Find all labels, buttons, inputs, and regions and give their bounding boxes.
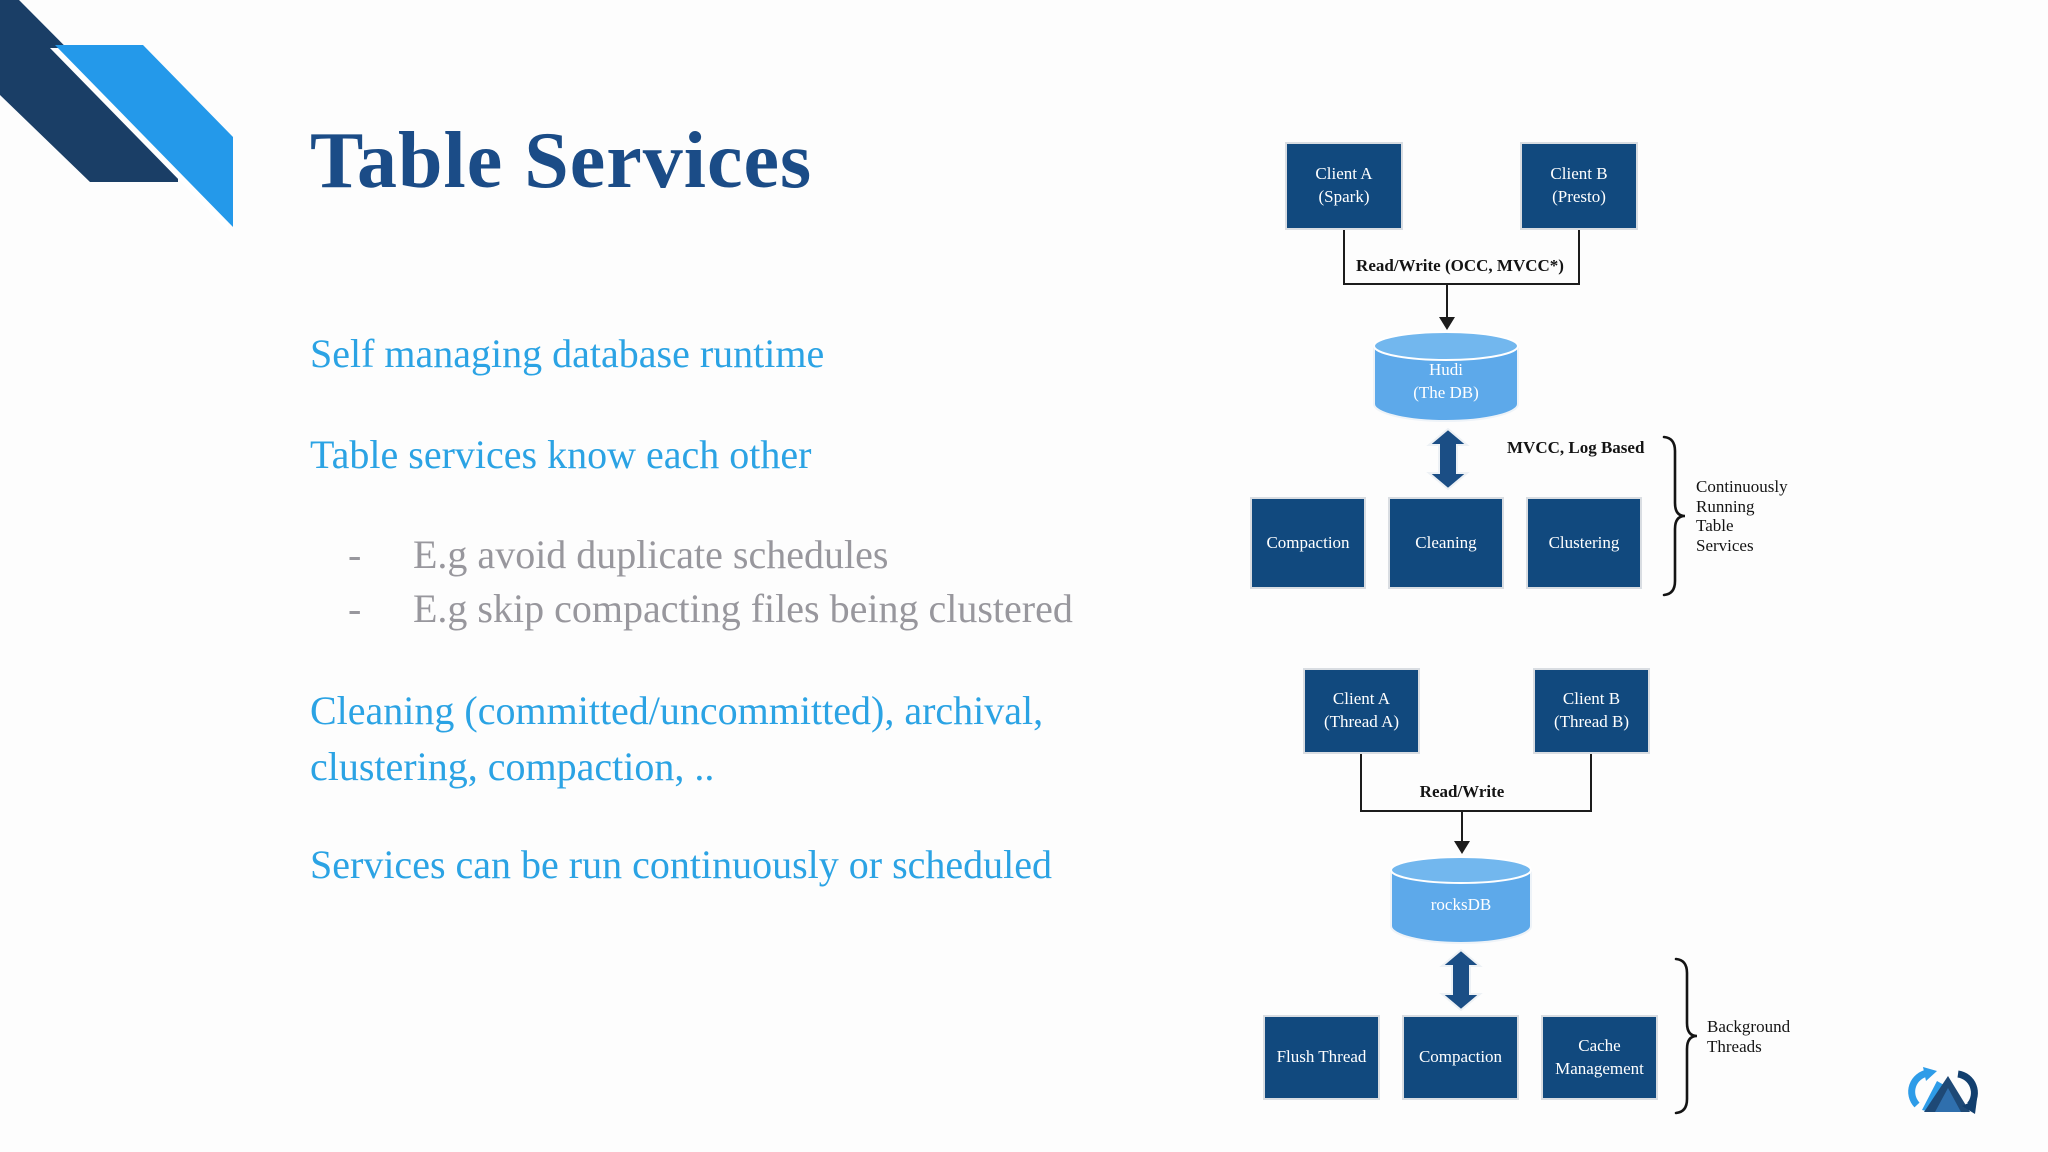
client-b-sublabel: (Presto) [1552, 187, 1606, 206]
cache-management-label: Cache Management [1555, 1035, 1644, 1078]
client-a-label: Client A [1315, 164, 1373, 184]
cylinder-shape [1373, 331, 1519, 423]
brace-label-line: Table [1696, 516, 1734, 535]
brace-label-line: Services [1696, 535, 1754, 555]
flush-thread-box: Flush Thread [1263, 1015, 1380, 1100]
bullet-skip-compacting: E.g skip compacting files being clustere… [413, 586, 1073, 631]
continuously-running-label: Continuously Running Table Services [1696, 477, 1788, 555]
connector-line [1360, 810, 1592, 812]
bullet-dash: - [348, 586, 362, 631]
connector-line [1343, 230, 1345, 283]
hudi-sublabel: (The DB) [1413, 382, 1479, 402]
client-a-sublabel: (Thread A) [1323, 712, 1400, 731]
arrow-down-icon [1454, 841, 1470, 854]
client-b-sublabel: (Thread B) [1553, 712, 1630, 731]
arrow-shaft [1446, 285, 1448, 318]
hudi-label: Hudi [1429, 359, 1463, 379]
hudi-logo-icon [1908, 1067, 1978, 1114]
page-title: Table Services [310, 117, 813, 205]
hudi-db-label-group: Hudi (The DB) [1372, 330, 1520, 423]
body-line-clustering: clustering, compaction, .. [310, 744, 715, 789]
cache-management-box: Cache Management [1541, 1015, 1658, 1100]
double-arrow-icon [1439, 949, 1483, 1011]
compaction-service-box: Compaction [1250, 497, 1366, 589]
compaction-thread-box: Compaction [1402, 1015, 1519, 1100]
body-line-cleaning: Cleaning (committed/uncommitted), archiv… [310, 688, 1044, 733]
client-b-label: Client B [1550, 164, 1608, 184]
connector-line [1578, 230, 1580, 283]
corner-ribbon-decoration [0, 0, 233, 230]
client-b-presto-box: Client B (Presto) [1520, 142, 1638, 230]
cleaning-label: Cleaning [1415, 532, 1477, 552]
cleaning-service-box: Cleaning [1388, 497, 1504, 589]
connector-line [1360, 754, 1362, 810]
curly-brace-icon [1662, 435, 1686, 597]
compaction-label: Compaction [1418, 1047, 1503, 1067]
mvcc-log-based-label: MVCC, Log Based [1507, 438, 1645, 457]
client-a-label: Client A [1332, 689, 1391, 709]
connector-line [1590, 754, 1592, 810]
client-a-spark-box: Client A (Spark) [1285, 142, 1403, 230]
compaction-label: Compaction [1266, 532, 1350, 552]
client-b-thread-box: Client B (Thread B) [1533, 668, 1650, 754]
rocksdb-label: rocksDB [1430, 894, 1492, 914]
arrow-down-icon [1439, 317, 1455, 330]
rocksdb-cylinder: rocksDB [1389, 855, 1533, 945]
background-threads-label: Background Threads [1707, 1017, 1790, 1056]
read-write-occ-label: Read/Write (OCC, MVCC*) [1356, 256, 1564, 275]
flush-thread-label: Flush Thread [1276, 1047, 1367, 1067]
arrow-shaft [1461, 812, 1463, 842]
clustering-service-box: Clustering [1526, 497, 1642, 589]
body-line-self-managing: Self managing database runtime [310, 331, 825, 376]
bullet-avoid-duplicate: E.g avoid duplicate schedules [413, 532, 889, 577]
cylinder-shape [1390, 856, 1532, 945]
client-b-label: Client B [1562, 689, 1621, 709]
clustering-label: Clustering [1548, 532, 1620, 552]
brace-label-line: Threads [1707, 1036, 1762, 1056]
body-line-services-know: Table services know each other [310, 432, 812, 477]
bullet-dash: - [348, 532, 362, 577]
connector-line [1343, 283, 1580, 285]
rocksdb-label-group: rocksDB [1389, 855, 1533, 945]
body-line-run-continuously: Services can be run continuously or sche… [310, 842, 1053, 887]
brace-label-line: Running [1696, 496, 1755, 516]
read-write-label: Read/Write [1419, 782, 1505, 801]
brace-label-line: Background [1707, 1017, 1791, 1036]
client-a-thread-box: Client A (Thread A) [1303, 668, 1420, 754]
curly-brace-icon [1674, 957, 1698, 1115]
double-arrow-icon [1426, 428, 1470, 490]
client-a-sublabel: (Spark) [1318, 187, 1370, 206]
brace-label-line: Continuously [1696, 477, 1788, 496]
hudi-db-cylinder: Hudi (The DB) [1372, 330, 1520, 423]
